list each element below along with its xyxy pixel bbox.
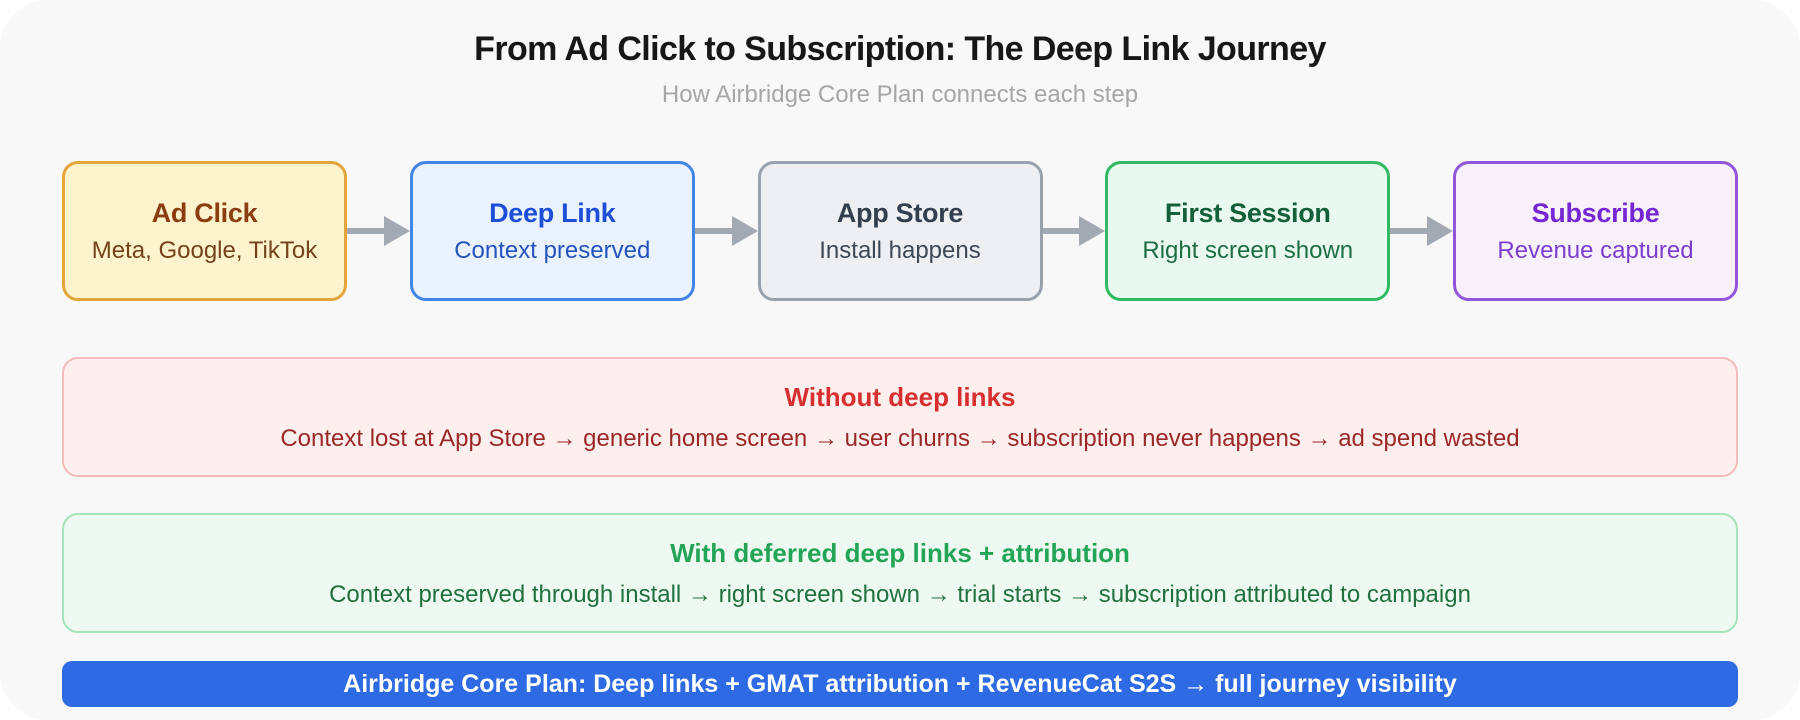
page-title: From Ad Click to Subscription: The Deep … (474, 30, 1326, 68)
page-subtitle: How Airbridge Core Plan connects each st… (661, 81, 1139, 108)
arrow-head (383, 216, 410, 246)
arrow-line (694, 228, 732, 234)
step-title: Subscribe (1531, 197, 1660, 228)
without-band-heading: Without deep links (784, 381, 1016, 412)
step-subscribe: Subscribe Revenue captured (1453, 161, 1738, 301)
step-subtitle: Install happens (819, 236, 981, 264)
arrow-line (1390, 228, 1427, 234)
step-subtitle: Context preserved (454, 236, 651, 264)
flow-arrow-icon (1042, 161, 1106, 301)
step-subtitle: Meta, Google, TikTok (91, 236, 318, 264)
step-title: App Store (836, 197, 964, 228)
content-area: From Ad Click to Subscription: The Deep … (0, 30, 1800, 707)
flow-arrow-icon (1390, 161, 1453, 301)
step-first-session: First Session Right screen shown (1105, 161, 1391, 301)
without-deep-links-band: Without deep links Context lost at App S… (62, 357, 1738, 477)
step-subtitle: Revenue captured (1497, 236, 1694, 264)
with-deep-links-band: With deferred deep links + attribution C… (62, 513, 1738, 633)
with-band-heading: With deferred deep links + attribution (670, 537, 1130, 568)
step-title: First Session (1164, 197, 1331, 228)
with-band-description: Context preserved through install → righ… (329, 580, 1471, 608)
arrow-head (1427, 216, 1453, 246)
airbridge-core-plan-banner: Airbridge Core Plan: Deep links + GMAT a… (62, 661, 1738, 707)
step-app-store: App Store Install happens (757, 161, 1043, 301)
step-ad-click: Ad Click Meta, Google, TikTok (62, 161, 347, 301)
step-subtitle: Right screen shown (1142, 236, 1354, 264)
step-title: Deep Link (489, 197, 616, 228)
step-deep-link: Deep Link Context preserved (409, 161, 695, 301)
step-title: Ad Click (151, 197, 258, 228)
journey-flow: Ad Click Meta, Google, TikTok Deep Link … (62, 161, 1738, 301)
arrow-head (731, 216, 758, 246)
arrow-line (347, 228, 384, 234)
arrow-line (1042, 228, 1080, 234)
without-band-description: Context lost at App Store → generic home… (280, 424, 1520, 452)
flow-arrow-icon (347, 161, 410, 301)
flow-arrow-icon (694, 161, 758, 301)
arrow-head (1079, 216, 1106, 246)
